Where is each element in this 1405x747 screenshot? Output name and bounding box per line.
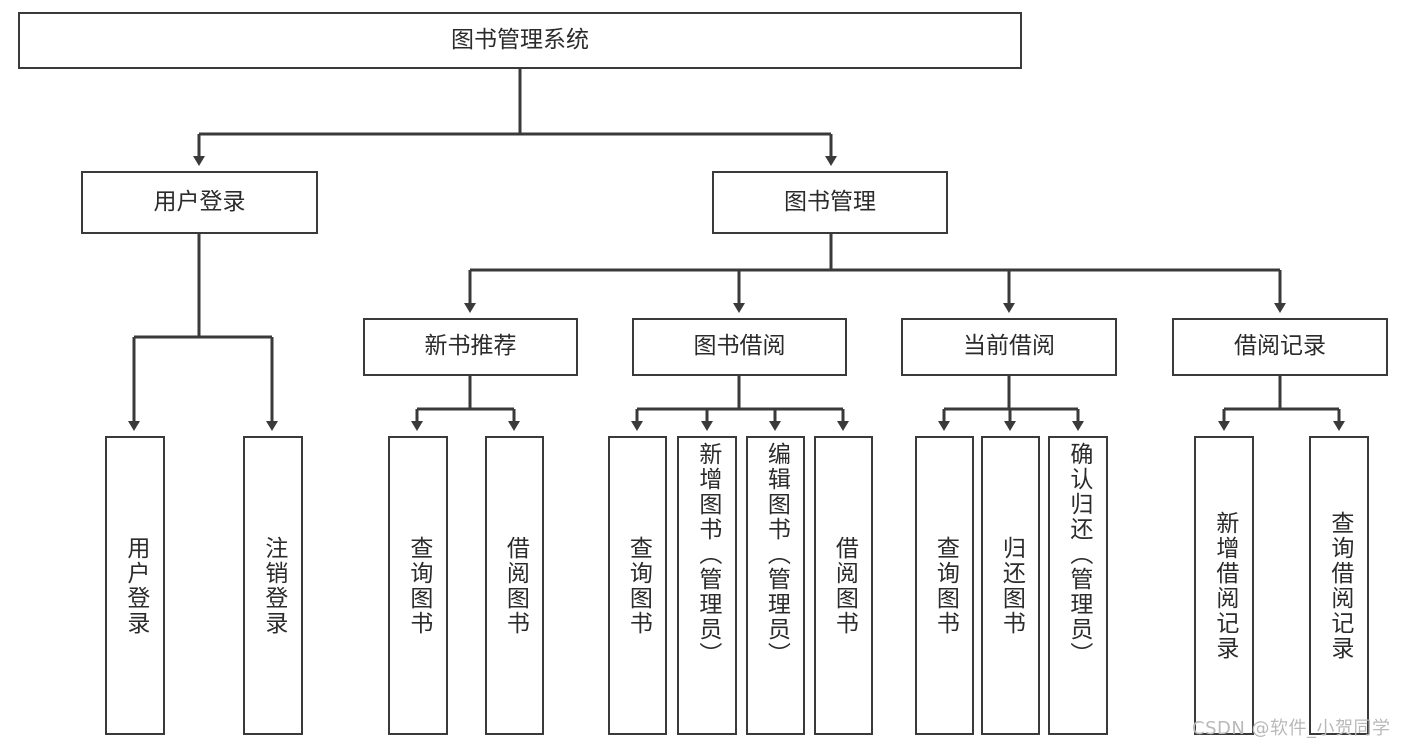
- node-leaf-borrow-book-label: 借阅图书: [831, 535, 858, 636]
- node-leaf-borrow-book-recommend-label: 借阅图书: [502, 535, 529, 636]
- node-leaf-query-book-current[interactable]: 查询图书: [915, 436, 974, 735]
- node-root-label: 图书管理系统: [451, 26, 589, 53]
- node-current-borrow-label: 当前借阅: [963, 333, 1055, 360]
- node-leaf-edit-book-label: 编辑图书（管理员）: [763, 442, 790, 667]
- watermark-text: CSDN @软件_小贺同学: [1192, 718, 1391, 739]
- node-current-borrow[interactable]: 当前借阅: [901, 318, 1117, 376]
- node-root[interactable]: 图书管理系统: [18, 12, 1022, 69]
- node-leaf-query-book-recommend-label: 查询图书: [405, 535, 432, 636]
- node-leaf-query-book-recommend[interactable]: 查询图书: [388, 436, 448, 735]
- node-leaf-add-book-label: 新增图书（管理员）: [694, 442, 721, 667]
- node-leaf-borrow-book[interactable]: 借阅图书: [814, 436, 873, 735]
- node-leaf-confirm-return[interactable]: 确认归还（管理员）: [1048, 436, 1108, 735]
- node-book-borrow[interactable]: 图书借阅: [632, 318, 847, 376]
- node-leaf-query-book-borrow-label: 查询图书: [625, 535, 652, 636]
- node-leaf-return-book-label: 归还图书: [998, 535, 1025, 636]
- node-leaf-query-borrow-record-label: 查询借阅记录: [1326, 510, 1353, 661]
- node-leaf-user-login[interactable]: 用户登录: [105, 436, 165, 735]
- node-leaf-return-book[interactable]: 归还图书: [981, 436, 1040, 735]
- node-book-borrow-label: 图书借阅: [693, 333, 786, 360]
- node-user-login[interactable]: 用户登录: [81, 171, 318, 234]
- node-book-manage[interactable]: 图书管理: [712, 171, 948, 234]
- node-user-login-label: 用户登录: [153, 188, 246, 215]
- node-leaf-logout[interactable]: 注销登录: [243, 436, 303, 735]
- node-leaf-query-book-current-label: 查询图书: [932, 535, 959, 636]
- node-leaf-add-borrow-record-label: 新增借阅记录: [1211, 510, 1238, 661]
- node-borrow-record[interactable]: 借阅记录: [1172, 318, 1388, 376]
- node-leaf-logout-label: 注销登录: [260, 535, 287, 636]
- node-leaf-add-borrow-record[interactable]: 新增借阅记录: [1194, 436, 1254, 735]
- node-leaf-confirm-return-label: 确认归还（管理员）: [1065, 442, 1092, 667]
- node-leaf-add-book[interactable]: 新增图书（管理员）: [677, 436, 737, 735]
- node-new-book-recommend-label: 新书推荐: [424, 333, 517, 360]
- node-leaf-edit-book[interactable]: 编辑图书（管理员）: [746, 436, 805, 735]
- node-new-book-recommend[interactable]: 新书推荐: [363, 318, 578, 376]
- node-leaf-query-book-borrow[interactable]: 查询图书: [608, 436, 667, 735]
- node-borrow-record-label: 借阅记录: [1234, 333, 1326, 360]
- node-leaf-borrow-book-recommend[interactable]: 借阅图书: [485, 436, 544, 735]
- node-leaf-query-borrow-record[interactable]: 查询借阅记录: [1309, 436, 1369, 735]
- node-leaf-user-login-label: 用户登录: [122, 535, 149, 636]
- node-book-manage-label: 图书管理: [784, 188, 876, 215]
